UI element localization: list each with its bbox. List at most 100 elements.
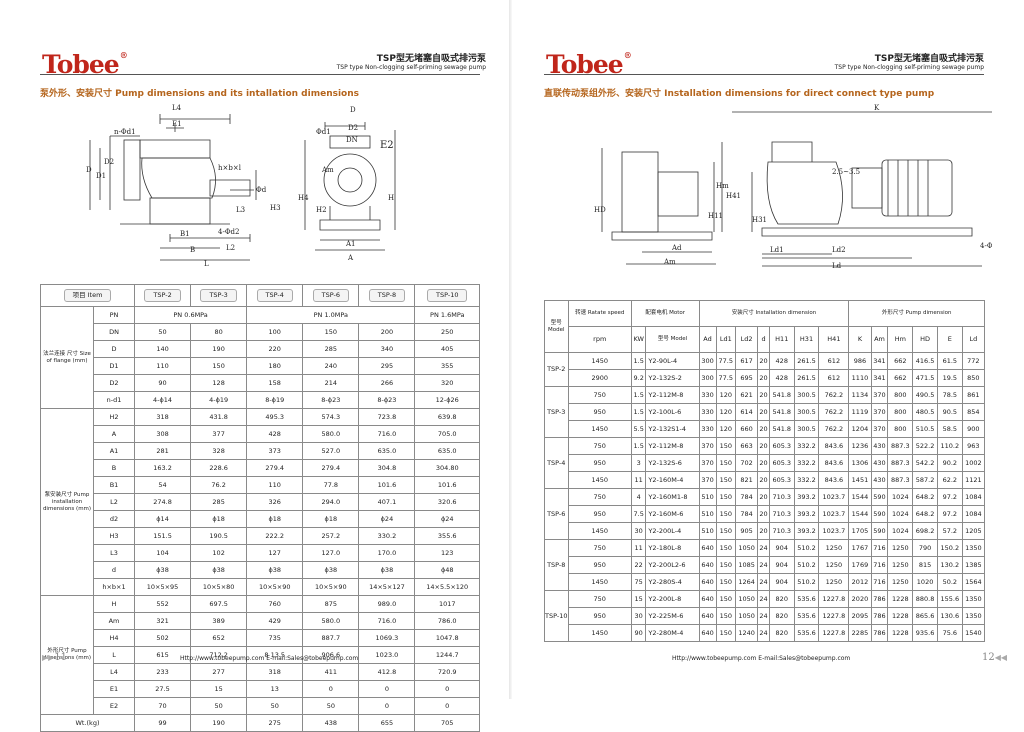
table-cell: 1050 — [735, 590, 759, 608]
table-cell: 9.2 — [630, 369, 647, 387]
table-cell: 24 — [757, 573, 770, 591]
table-cell: 750 — [567, 437, 632, 455]
column-header-label: 项目 Item — [63, 289, 112, 302]
column-header: Ld1 — [715, 326, 737, 353]
table-cell: 24 — [757, 556, 770, 574]
table-cell: 1023.7 — [818, 522, 850, 540]
table-cell: 850 — [961, 369, 986, 387]
row-name: D2 — [93, 374, 135, 392]
table-cell: 61.5 — [936, 352, 963, 370]
table-cell: 140 — [133, 340, 192, 358]
table-cell: 904 — [768, 556, 795, 574]
row-name: D — [93, 340, 135, 358]
row-name: H — [93, 595, 135, 613]
table-cell: 90 — [133, 374, 192, 392]
table-cell: 612 — [818, 352, 850, 370]
table-cell: 295 — [358, 357, 416, 375]
table-cell: 1228 — [887, 624, 914, 642]
table-cell: 110 — [133, 357, 192, 375]
table-cell: 261.5 — [793, 352, 820, 370]
weight-label: Wt.(kg) — [40, 714, 135, 732]
svg-text:n-Φd1: n-Φd1 — [114, 128, 136, 136]
table-cell: 438 — [302, 714, 360, 732]
table-cell: 1250 — [887, 556, 914, 574]
column-header: TSP-2 — [133, 284, 192, 307]
table-cell: 123 — [414, 544, 480, 562]
motor-model-header: 型号 Model — [645, 326, 700, 353]
table-cell: 155.6 — [936, 590, 963, 608]
table-cell: 320.6 — [414, 493, 480, 511]
table-cell: 128 — [190, 374, 248, 392]
table-cell: 158 — [246, 374, 304, 392]
table-cell: 10×5×95 — [133, 578, 192, 596]
table-cell: 20 — [757, 454, 770, 472]
table-cell: 663 — [735, 437, 759, 455]
table-cell: 57.2 — [936, 522, 963, 540]
table-cell: 1250 — [887, 539, 914, 557]
table-cell: 5.5 — [630, 420, 647, 438]
svg-text:Ad: Ad — [671, 244, 682, 252]
table-cell: 1084 — [961, 488, 986, 506]
table-cell: 640 — [698, 590, 717, 608]
table-cell: Y2-132S-2 — [645, 369, 700, 387]
table-cell: PN 1.6MPa — [414, 306, 480, 324]
svg-text:Ld: Ld — [832, 262, 842, 270]
table-cell: 150 — [715, 522, 737, 540]
table-cell: 80 — [190, 323, 248, 341]
table-cell: 480.5 — [912, 403, 938, 421]
table-cell: 542.2 — [912, 454, 938, 472]
column-header: TSP-10 — [414, 284, 480, 307]
row-name: n-d1 — [93, 391, 135, 409]
table-cell: 716 — [870, 573, 889, 591]
table-cell: 50 — [302, 697, 360, 715]
table-cell: 735 — [246, 629, 304, 647]
table-cell: 370 — [698, 437, 717, 455]
table-cell: 428 — [768, 369, 795, 387]
table-cell: 332.2 — [793, 437, 820, 455]
table-cell: 428 — [246, 425, 304, 443]
table-cell: 279.4 — [302, 459, 360, 477]
row-name: L2 — [93, 493, 135, 511]
table-cell: 24 — [757, 539, 770, 557]
table-cell: Y2-280S-4 — [645, 573, 700, 591]
model-cell: TSP-2 — [544, 352, 569, 387]
table-cell: 1069.3 — [358, 629, 416, 647]
table-cell: 605.3 — [768, 471, 795, 489]
svg-text:Am: Am — [663, 258, 676, 266]
column-header: Am — [870, 326, 889, 353]
table-cell: 214 — [302, 374, 360, 392]
page-number-right: 12◀◀ — [982, 652, 1008, 663]
table-cell: 222.2 — [246, 527, 304, 545]
table-cell: ϕ38 — [302, 561, 360, 579]
table-cell: 1227.8 — [818, 624, 850, 642]
table-cell: 800 — [887, 420, 914, 438]
table-cell: 1.5 — [630, 403, 647, 421]
table-cell: 522.2 — [912, 437, 938, 455]
svg-text:Am: Am — [321, 166, 334, 174]
table-cell: 330 — [698, 403, 717, 421]
table-cell: 1244.7 — [414, 646, 480, 664]
table-cell: 163.2 — [133, 459, 192, 477]
table-cell: 648.2 — [912, 488, 938, 506]
table-cell: 1024 — [887, 505, 914, 523]
table-cell: 4-ϕ14 — [133, 391, 192, 409]
column-header: TSP-8 — [358, 284, 416, 307]
svg-text:A: A — [347, 254, 354, 262]
table-cell: 99 — [133, 714, 192, 732]
table-cell: 1240 — [735, 624, 759, 642]
svg-text:Φd1: Φd1 — [316, 128, 331, 136]
svg-text:2.5~3.5: 2.5~3.5 — [832, 168, 860, 176]
table-cell: 510.2 — [793, 539, 820, 557]
table-cell: 150 — [302, 323, 360, 341]
table-cell: 277 — [190, 663, 248, 681]
column-header: Hm — [887, 326, 914, 353]
table-cell: 429 — [246, 612, 304, 630]
row-name: h×b×1 — [93, 578, 135, 596]
svg-text:4-Φd2: 4-Φd2 — [218, 228, 240, 236]
table-cell: 843.6 — [818, 471, 850, 489]
